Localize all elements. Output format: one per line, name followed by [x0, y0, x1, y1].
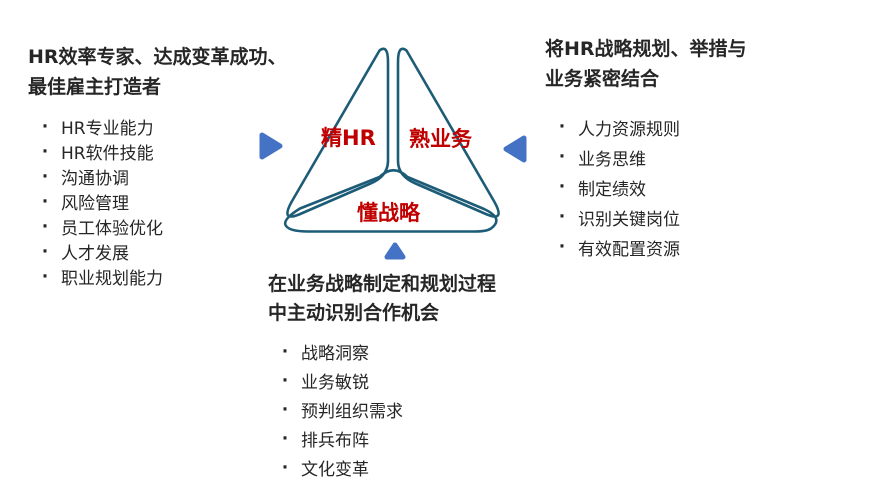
- panel-right-title-line-1: 将HR战略规划、举措与: [545, 38, 747, 60]
- panel-left: HR效率专家、达成变革成功、 最佳雇主打造者 · HR专业能力 · HR软件技能 ·…: [28, 42, 340, 289]
- bullet-dot: ·: [41, 116, 49, 137]
- center-label-shu-yewu: 熟业务: [409, 127, 472, 151]
- list-item-text: 排兵布阵: [301, 431, 369, 451]
- bullet-dot: ·: [281, 341, 289, 362]
- bullet-dot: ·: [558, 147, 566, 167]
- bullet-dot: ·: [281, 428, 289, 449]
- list-item-text: 识别关键岗位: [578, 209, 680, 230]
- up-arrow-icon: [384, 242, 406, 260]
- list-item-text: 战略洞察: [301, 344, 369, 364]
- panel-bottom-list: · 战略洞察 · 业务敏锐 · 预判组织需求 · 排兵布阵 · 文化变革: [268, 337, 578, 482]
- right-arrow-icon: [503, 135, 527, 163]
- list-item-text: 预判组织需求: [301, 402, 403, 422]
- list-item: · 制定绩效: [545, 172, 845, 202]
- list-item: · 有效配置资源: [545, 232, 845, 262]
- bullet-dot: ·: [281, 457, 289, 478]
- left-arrow-icon: [259, 132, 283, 160]
- panel-right: 将HR战略规划、举措与 业务紧密结合 · 人力资源规则 · 业务思维 · 制定绩效 ·…: [545, 34, 845, 262]
- list-item: · HR软件技能: [28, 139, 340, 165]
- list-item-text: 人才发展: [61, 244, 129, 264]
- bullet-dot: ·: [558, 207, 566, 227]
- list-item-text: 业务思维: [578, 149, 646, 170]
- bullet-dot: ·: [281, 370, 289, 391]
- panel-left-list: · HR专业能力 · HR软件技能 · 沟通协调 · 风险管理 · 员工体验优化 · 人才发…: [28, 114, 340, 290]
- panel-bottom-title-line-2: 中主动识别合作机会: [268, 302, 440, 324]
- list-item: · 员工体验优化: [28, 214, 340, 240]
- list-item: · 人力资源规则: [545, 112, 845, 142]
- list-item: · 业务思维: [545, 142, 845, 172]
- triangle-bottom-petal: [283, 168, 498, 233]
- panel-left-title-line-2: 最佳雇主打造者: [28, 76, 162, 98]
- list-item: · 沟通协调: [28, 164, 340, 190]
- list-item: · 战略洞察: [268, 337, 578, 366]
- panel-right-title: 将HR战略规划、举措与 业务紧密结合: [545, 34, 845, 94]
- list-item: · 业务敏锐: [268, 366, 578, 395]
- list-item-text: 沟通协调: [61, 169, 129, 189]
- panel-bottom: 在业务战略制定和规划过程 中主动识别合作机会 · 战略洞察 · 业务敏锐 · 预判组织…: [268, 270, 578, 482]
- list-item-text: HR专业能力: [61, 119, 154, 139]
- list-item-text: HR软件技能: [61, 144, 154, 164]
- list-item: · 预判组织需求: [268, 395, 578, 424]
- list-item-text: 职业规划能力: [61, 269, 163, 289]
- list-item: · HR专业能力: [28, 114, 340, 140]
- bullet-dot: ·: [558, 177, 566, 197]
- list-item: · 风险管理: [28, 189, 340, 215]
- list-item: · 人才发展: [28, 239, 340, 265]
- bullet-dot: ·: [41, 241, 49, 262]
- bullet-dot: ·: [41, 191, 49, 212]
- center-label-jing-hr: 精HR: [321, 126, 376, 150]
- list-item: · 职业规划能力: [28, 264, 340, 290]
- bullet-dot: ·: [41, 166, 49, 187]
- panel-bottom-title-line-1: 在业务战略制定和规划过程: [268, 273, 497, 295]
- list-item-text: 员工体验优化: [61, 219, 163, 239]
- panel-bottom-title: 在业务战略制定和规划过程 中主动识别合作机会: [268, 270, 578, 328]
- bullet-dot: ·: [281, 399, 289, 420]
- panel-left-title-line-1: HR效率专家、达成变革成功、: [28, 46, 287, 68]
- list-item-text: 有效配置资源: [578, 239, 680, 260]
- list-item-text: 文化变革: [301, 460, 369, 480]
- panel-left-title: HR效率专家、达成变革成功、 最佳雇主打造者: [28, 42, 340, 102]
- list-item: · 识别关键岗位: [545, 202, 845, 232]
- list-item: · 文化变革: [268, 453, 578, 482]
- center-label-dong-zhanlue: 懂战略: [357, 201, 420, 225]
- bullet-dot: ·: [558, 237, 566, 257]
- panel-right-list: · 人力资源规则 · 业务思维 · 制定绩效 · 识别关键岗位 · 有效配置资源: [545, 112, 845, 262]
- bullet-dot: ·: [41, 266, 49, 287]
- bullet-dot: ·: [41, 216, 49, 237]
- panel-right-title-line-2: 业务紧密结合: [545, 68, 660, 90]
- list-item-text: 制定绩效: [578, 179, 646, 200]
- list-item-text: 人力资源规则: [578, 119, 680, 140]
- list-item-text: 风险管理: [61, 194, 129, 214]
- list-item: · 排兵布阵: [268, 424, 578, 453]
- list-item-text: 业务敏锐: [301, 373, 369, 393]
- bullet-dot: ·: [41, 141, 49, 162]
- bullet-dot: ·: [558, 117, 566, 137]
